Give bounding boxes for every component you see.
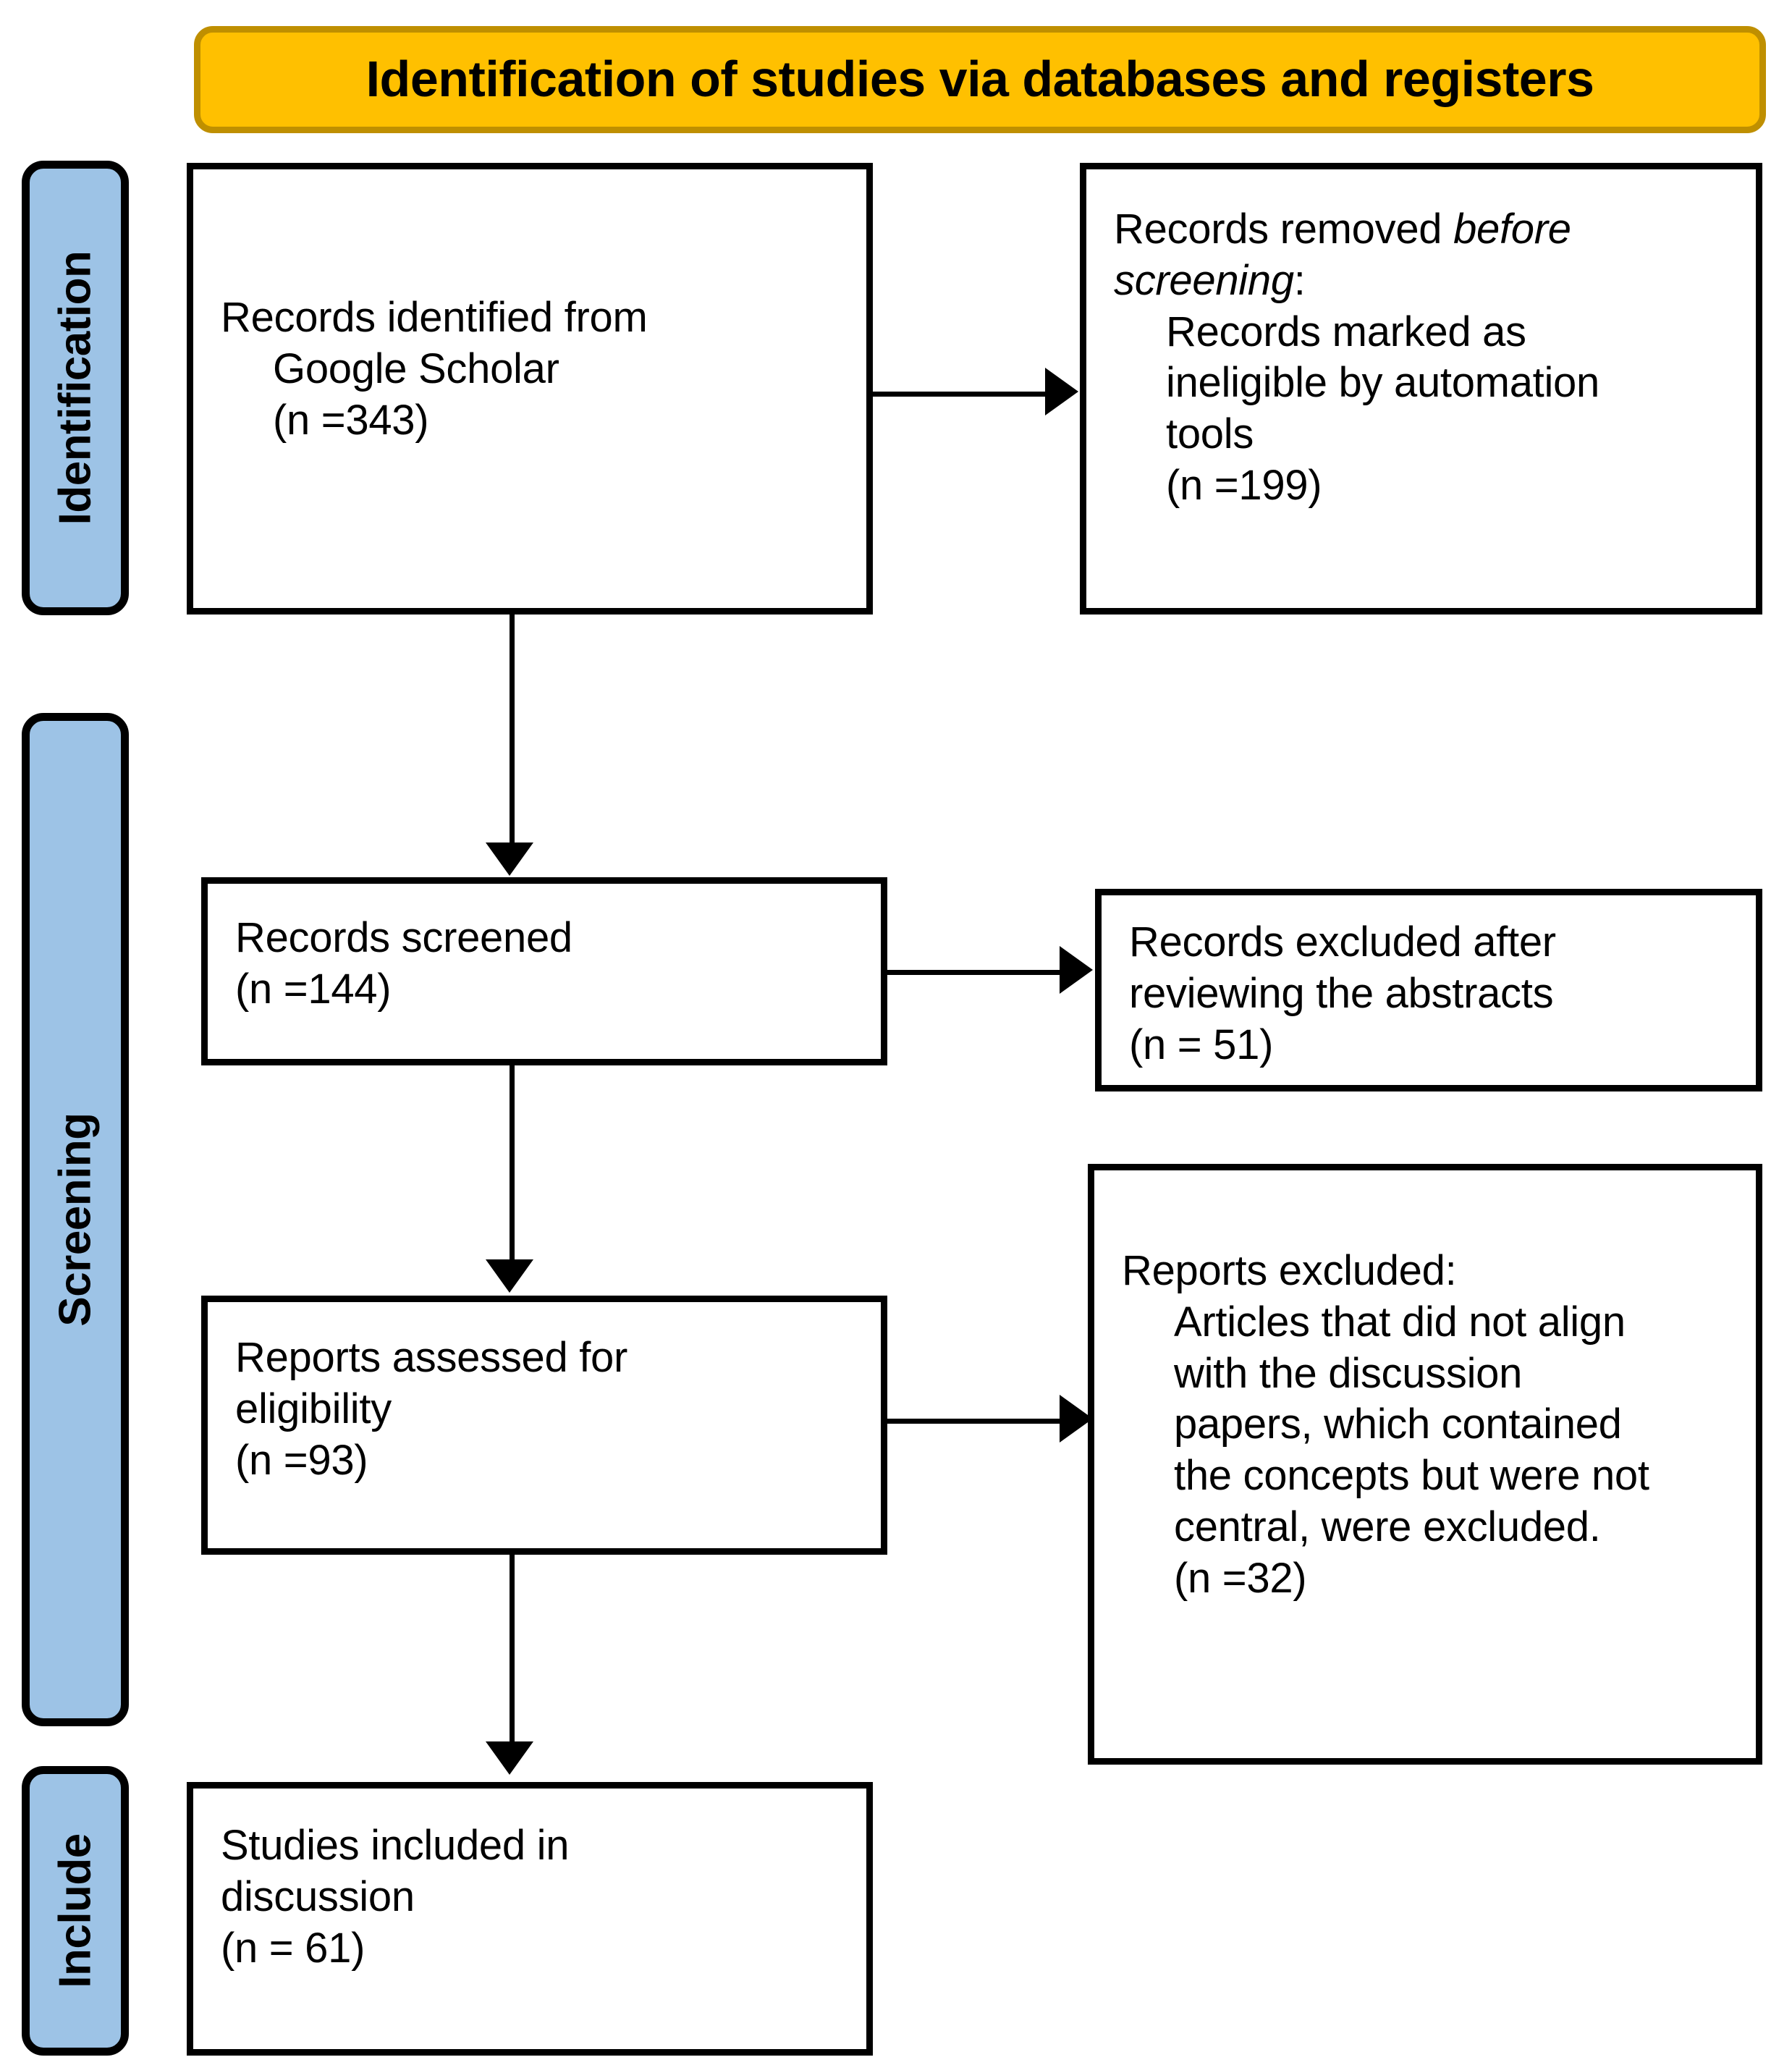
records-removed-line-4: tools (1166, 410, 1254, 457)
records-removed-line-1-italic: before screening (1114, 206, 1571, 304)
flow-box-records-excluded: Records excluded after reviewing the abs… (1095, 889, 1762, 1091)
reports-excluded-line-2: Articles that did not align (1174, 1298, 1626, 1346)
records-excluded-count: (n = 51) (1129, 1021, 1274, 1068)
flow-box-text-records-excluded: Records excluded after reviewing the abs… (1129, 917, 1737, 1070)
reports-excluded-line-5: the concepts but were not (1174, 1452, 1649, 1499)
arrow-right-icon (1060, 1395, 1093, 1443)
arrow-right-icon (1060, 946, 1093, 994)
records-removed-line-1-suffix: : (1293, 256, 1306, 304)
phase-tab-label-identification: Identification (50, 250, 101, 525)
studies-included-line-2: discussion (221, 1872, 415, 1920)
records-excluded-line-2: reviewing the abstracts (1129, 969, 1554, 1017)
flow-box-text-studies-included: Studies included in discussion (n = 61) (221, 1820, 848, 1974)
phase-tab-label-include: Include (50, 1833, 101, 1988)
reports-excluded-line-1: Reports excluded: (1122, 1247, 1457, 1294)
connector-screened-to-records-excluded (887, 970, 1083, 975)
reports-excluded-line-3: with the discussion (1174, 1349, 1523, 1397)
connector-screened-to-eligibility (510, 1065, 515, 1268)
arrow-down-icon (486, 1741, 533, 1775)
flow-box-studies-included: Studies included in discussion (n = 61) (187, 1782, 873, 2056)
records-identified-count: (n =343) (273, 396, 429, 444)
arrow-right-icon (1045, 368, 1078, 415)
records-excluded-line-1: Records excluded after (1129, 919, 1556, 966)
flow-box-text-records-identified: Records identified from Google Scholar (… (221, 292, 848, 446)
records-removed-line-1-prefix: Records removed (1114, 206, 1454, 253)
arrow-down-icon (486, 843, 533, 876)
reports-assessed-line-1: Reports assessed for (235, 1334, 628, 1381)
phase-tab-label-screening: Screening (50, 1112, 101, 1327)
studies-included-line-1: Studies included in (221, 1822, 570, 1869)
flow-box-text-records-removed: Records removed before screening: Record… (1114, 204, 1737, 512)
reports-excluded-line-4: papers, which contained (1174, 1401, 1622, 1448)
flow-box-text-reports-excluded: Reports excluded: Articles that did not … (1122, 1246, 1737, 1604)
records-identified-line-1: Records identified from (221, 294, 648, 341)
reports-assessed-count: (n =93) (235, 1436, 368, 1484)
connector-identified-to-screened (510, 615, 515, 853)
records-screened-line-1: Records screened (235, 914, 572, 961)
arrow-down-icon (486, 1259, 533, 1293)
flow-box-records-screened: Records screened (n =144) (201, 877, 887, 1065)
connector-eligibility-to-included (510, 1555, 515, 1750)
page-title: Identification of studies via databases … (365, 51, 1594, 108)
diagram-header-banner: Identification of studies via databases … (194, 26, 1766, 133)
flow-box-text-reports-assessed: Reports assessed for eligibility (n =93) (235, 1333, 862, 1486)
records-removed-line-2: Records marked as (1166, 308, 1526, 355)
studies-included-count: (n = 61) (221, 1924, 365, 1972)
records-removed-count: (n =199) (1166, 461, 1322, 509)
records-screened-count: (n =144) (235, 965, 392, 1013)
flow-box-text-records-screened: Records screened (n =144) (235, 913, 862, 1015)
phase-tab-include: Include (22, 1766, 129, 2056)
reports-assessed-line-2: eligibility (235, 1385, 392, 1432)
records-identified-line-2: Google Scholar (273, 345, 559, 392)
flow-box-records-identified: Records identified from Google Scholar (… (187, 163, 873, 615)
flow-box-records-removed: Records removed before screening: Record… (1080, 163, 1762, 615)
reports-excluded-count: (n =32) (1174, 1554, 1307, 1602)
connector-eligibility-to-reports-excluded (887, 1419, 1083, 1424)
records-removed-line-3: ineligible by automation (1166, 359, 1599, 407)
connector-identified-to-removed (873, 392, 1068, 397)
flow-box-reports-assessed: Reports assessed for eligibility (n =93) (201, 1296, 887, 1555)
flow-box-reports-excluded: Reports excluded: Articles that did not … (1088, 1164, 1762, 1765)
phase-tab-screening: Screening (22, 713, 129, 1726)
reports-excluded-line-6: central, were excluded. (1174, 1503, 1601, 1550)
phase-tab-identification: Identification (22, 161, 129, 615)
